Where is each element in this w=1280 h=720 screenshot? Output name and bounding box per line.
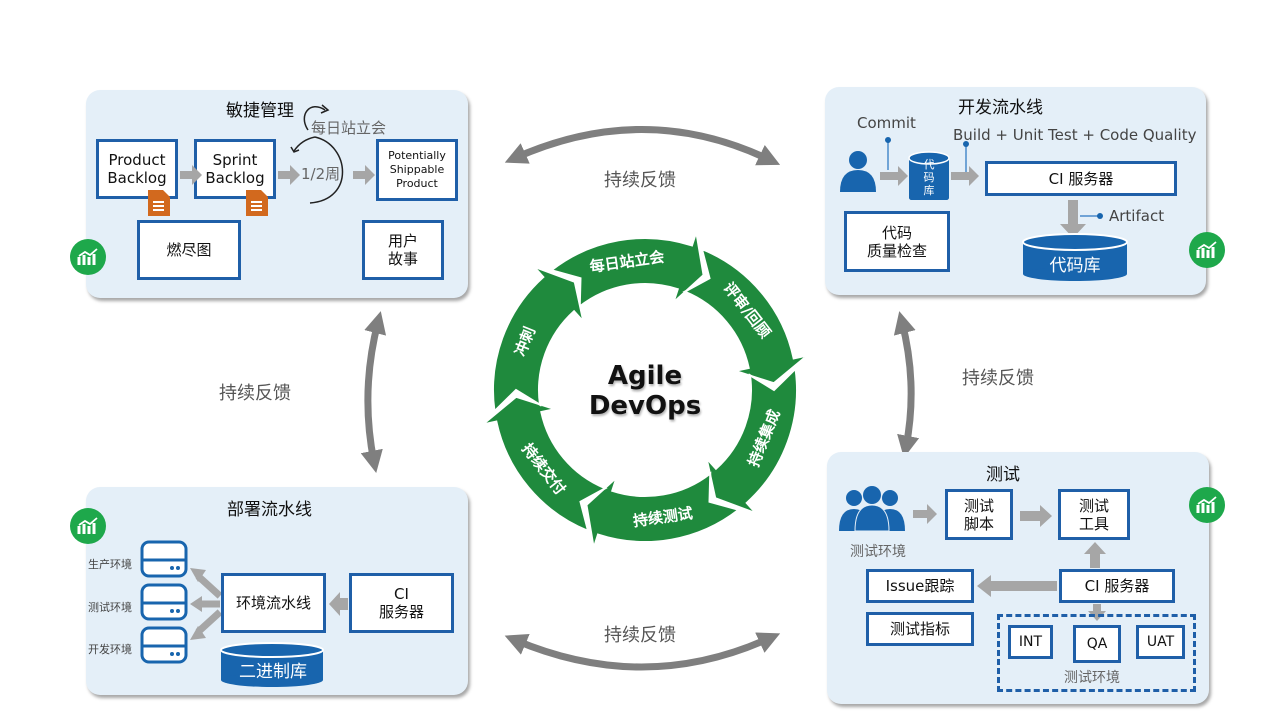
ci-server-box: CI 服务器 (985, 161, 1177, 196)
test-team-label: 测试环境 (850, 544, 906, 560)
server-icon (140, 626, 188, 664)
test-ci-server-box: CI 服务器 (1059, 569, 1175, 603)
daily-standup-label: 每日站立会 (311, 119, 387, 137)
code-repo-label: 代码库 (1049, 256, 1101, 276)
test-metrics-box: 测试指标 (866, 612, 974, 646)
feedback-label-bottom: 持续反馈 (604, 625, 676, 646)
arrow-right-icon (353, 165, 375, 185)
env-qa-box: QA (1073, 625, 1121, 663)
cycle-segment (682, 247, 805, 385)
user-icon (840, 151, 876, 192)
test-title: 测试 (986, 465, 1020, 485)
team-icon (839, 486, 937, 532)
iteration-label: 1/2周 (301, 165, 341, 183)
feedback-arrow-right (893, 311, 920, 458)
chart-growth-icon (1189, 487, 1225, 523)
binary-repo-label: 二进制库 (239, 662, 307, 682)
arrow-left-icon (329, 592, 348, 616)
artifact-flow (1022, 200, 1128, 281)
cycle-segment (485, 395, 608, 533)
feedback-arrow-bottom (504, 632, 781, 671)
server-icon (140, 540, 188, 578)
arrow-up-icon (1084, 542, 1106, 568)
issue-tracking-box: Issue跟踪 (866, 569, 974, 603)
deploy-ci-server-box: CI 服务器 (349, 573, 454, 633)
burndown-box: 燃尽图 (137, 220, 241, 280)
test-env-group (997, 614, 1196, 692)
build-label: Build + Unit Test + Code Quality (953, 126, 1197, 144)
env-uat-box: UAT (1136, 625, 1185, 659)
sprint-backlog-box: Sprint Backlog (194, 139, 276, 199)
code-quality-box: 代码 质量检查 (844, 211, 950, 272)
cycle-segment (549, 231, 705, 309)
chart-growth-icon (70, 239, 106, 275)
feedback-arrow-top (504, 126, 781, 166)
repo-small-label: 代 码 库 (923, 158, 935, 198)
test-tool-box: 测试 工具 (1058, 489, 1130, 540)
document-icon (148, 190, 170, 216)
env-prod-label: 生产环境 (88, 558, 132, 571)
cycle-segment (492, 265, 586, 414)
center-title: Agile DevOps (588, 361, 702, 421)
cycle-segment (704, 366, 798, 515)
chart-growth-icon (70, 508, 106, 544)
test-env-group-label: 测试环境 (1064, 670, 1120, 686)
env-test-label: 测试环境 (88, 601, 132, 614)
user-story-box: 用户 故事 (362, 220, 444, 280)
artifact-label: Artifact (1109, 207, 1165, 225)
cycle-segment (585, 471, 741, 549)
arrow-down-icon (1088, 604, 1106, 621)
feedback-label-left: 持续反馈 (219, 383, 291, 404)
feedback-label-top: 持续反馈 (604, 170, 676, 191)
chart-growth-icon (1189, 232, 1225, 268)
dev-title: 开发流水线 (958, 98, 1043, 118)
arrow-right-icon (278, 165, 300, 185)
loop-arrow-icon (309, 136, 344, 204)
server-stack (140, 540, 223, 664)
agile-title: 敏捷管理 (226, 101, 294, 121)
agile-flow-arrows (180, 104, 375, 204)
env-int-box: INT (1008, 625, 1053, 659)
env-dev-label: 开发环境 (88, 643, 132, 656)
feedback-label-right: 持续反馈 (962, 368, 1034, 389)
arrow-left-icon (977, 575, 1057, 597)
loop-arrow-icon (303, 106, 326, 131)
feedback-arrow-left (360, 311, 387, 473)
shippable-product-box: Potentially Shippable Product (376, 139, 458, 201)
arrow-right-icon (180, 165, 202, 185)
code-repo-icon (1022, 233, 1128, 281)
test-script-box: 测试 脚本 (945, 489, 1013, 540)
env-pipeline-box: 环境流水线 (221, 573, 326, 633)
code-repo-small-icon (908, 151, 950, 200)
deploy-title: 部署流水线 (227, 500, 312, 520)
binary-repo-icon (220, 642, 324, 687)
document-icon (246, 190, 268, 216)
arrow-right-icon (1020, 505, 1052, 527)
commit-label: Commit (857, 114, 916, 132)
product-backlog-box: Product Backlog (96, 139, 178, 199)
commit-flow (840, 137, 979, 200)
server-icon (140, 583, 188, 621)
